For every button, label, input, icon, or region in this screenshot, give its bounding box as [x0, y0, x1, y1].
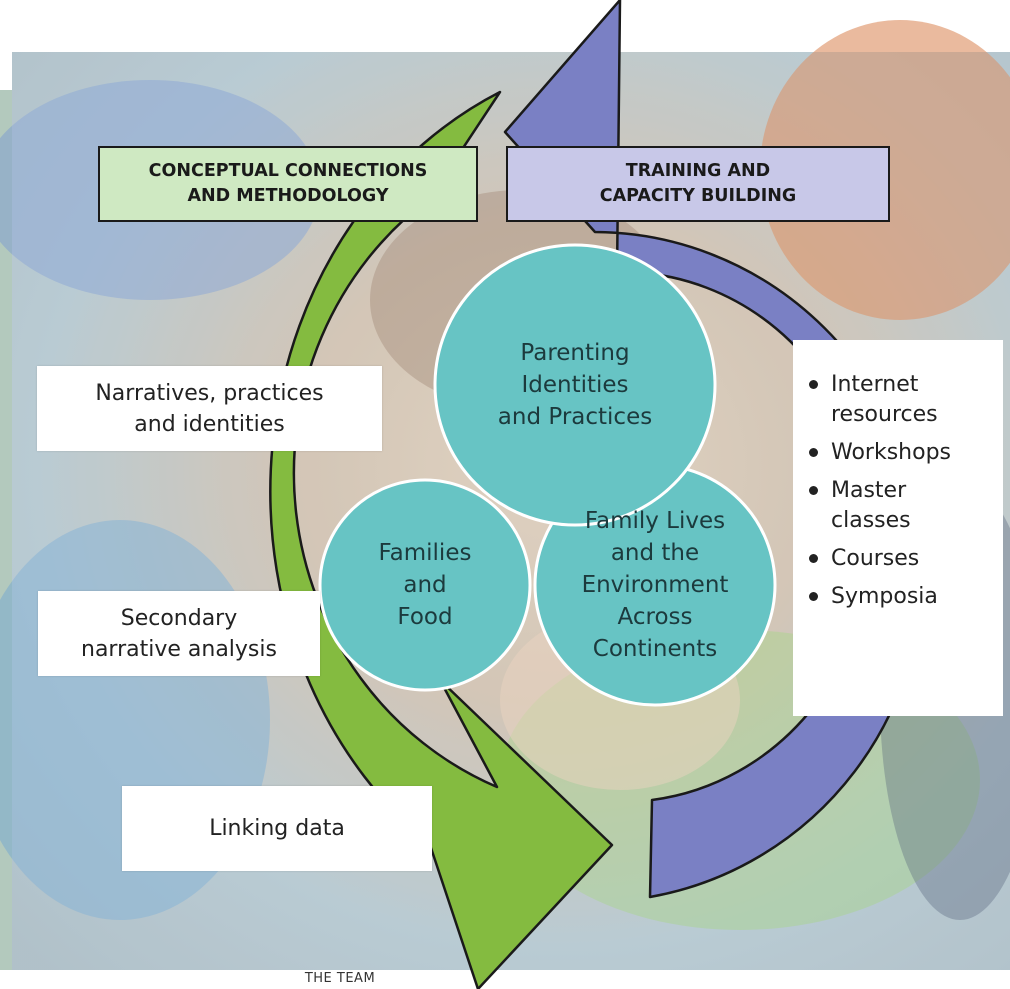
bullet-icon: [809, 592, 818, 601]
output-item-symposia: Symposia: [807, 582, 995, 612]
bullet-icon: [809, 486, 818, 495]
bullet-icon: [809, 554, 818, 563]
label-linking-data: Linking data: [122, 786, 432, 871]
outputs-panel: Internet resources Workshops Master clas…: [793, 340, 1003, 716]
label-secondary-analysis: Secondary narrative analysis: [38, 591, 320, 676]
output-label: Courses: [831, 546, 920, 571]
label-narratives-practices: Narratives, practices and identities: [37, 366, 382, 451]
circle-parenting: [433, 243, 717, 527]
bullet-icon: [809, 448, 818, 457]
footer-the-team: THE TEAM: [304, 971, 376, 986]
circle-label-parenting: Parenting Identities and Practices: [497, 340, 653, 430]
output-item-workshops: Workshops: [807, 438, 995, 468]
output-label: Internet resources: [831, 372, 938, 427]
output-item-master-classes: Master classes: [807, 476, 995, 536]
circle-label-families-food: Families and Food: [378, 540, 472, 630]
bullet-icon: [809, 380, 818, 389]
header-conceptual-connections: CONCEPTUAL CONNECTIONS AND METHODOLOGY: [98, 146, 478, 222]
circle-families-and-food: [318, 478, 532, 692]
output-label: Master classes: [831, 478, 911, 533]
header-training-capacity: TRAINING AND CAPACITY BUILDING: [506, 146, 890, 222]
output-label: Symposia: [831, 584, 938, 609]
output-item-courses: Courses: [807, 544, 995, 574]
output-item-internet: Internet resources: [807, 370, 995, 430]
outputs-list: Internet resources Workshops Master clas…: [807, 370, 995, 612]
circle-label-family-lives: Family Lives and the Environment Across …: [581, 508, 729, 662]
output-label: Workshops: [831, 440, 952, 465]
